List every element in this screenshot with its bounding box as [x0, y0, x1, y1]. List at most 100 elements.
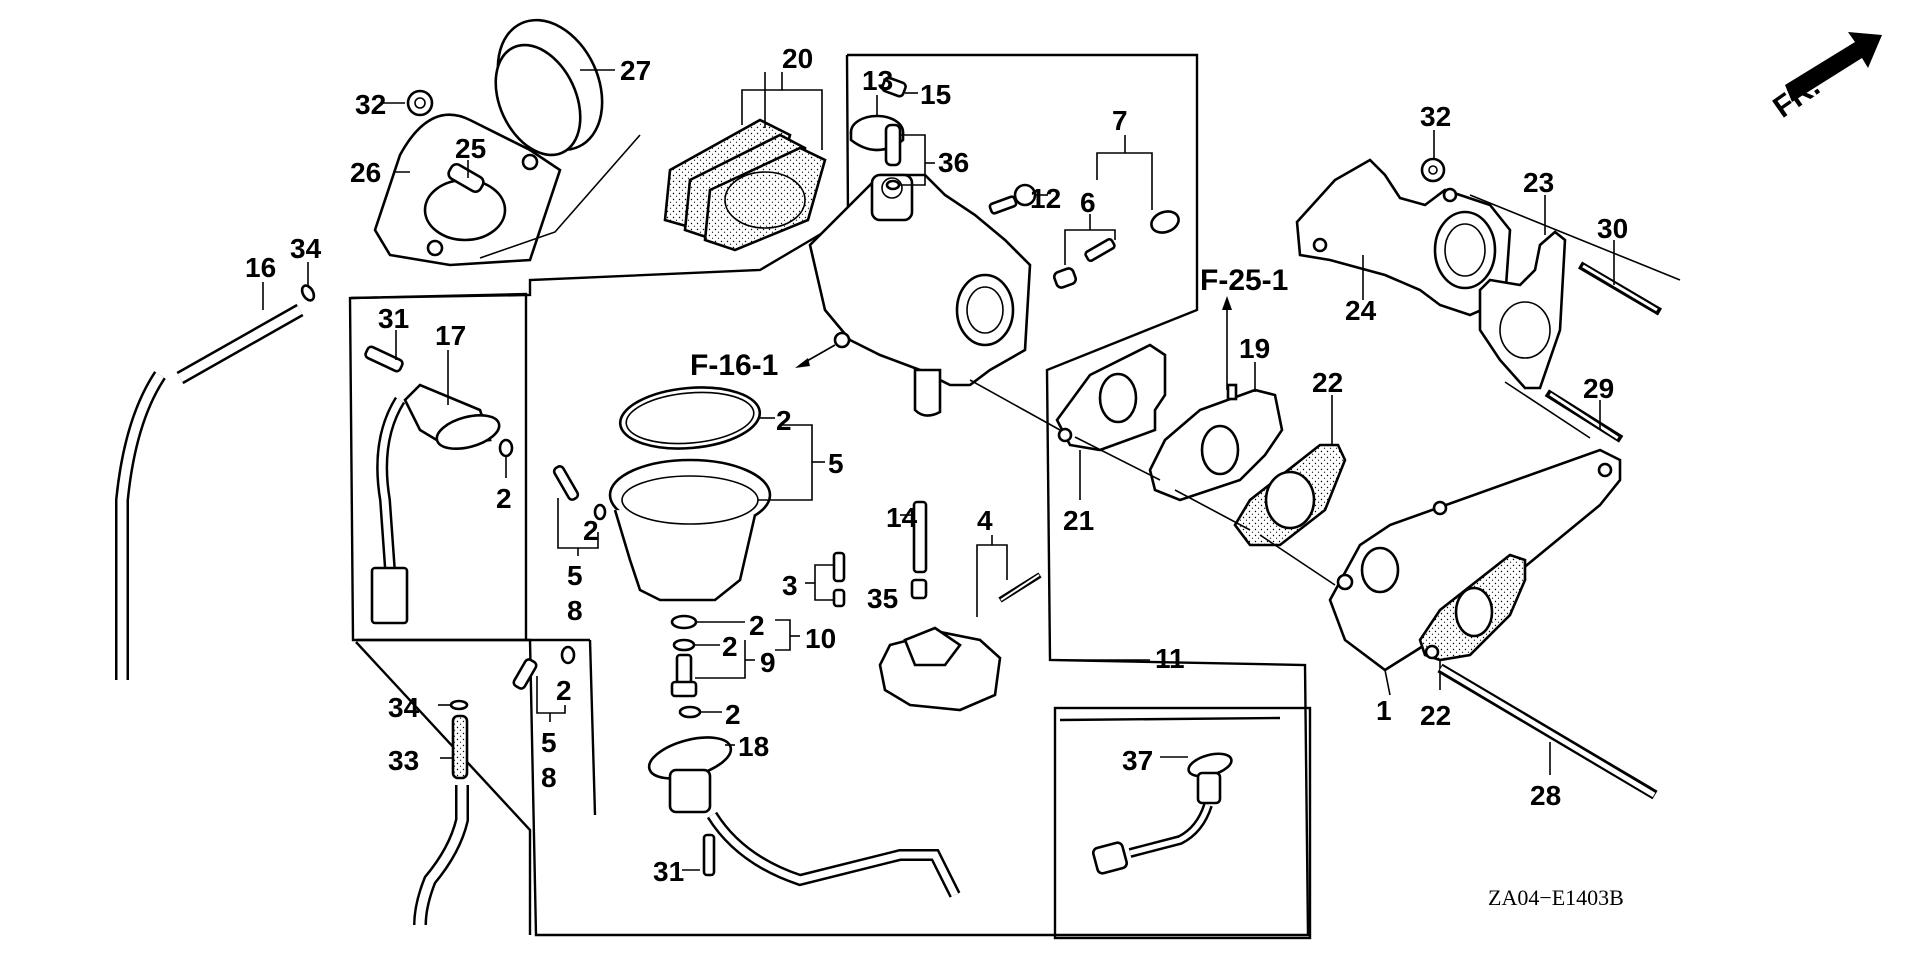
callout-31-lower: 31	[653, 856, 684, 887]
callout-22-upper: 22	[1312, 367, 1343, 398]
callout-34-upper: 34	[290, 233, 322, 264]
part-20-gasket-set	[663, 72, 827, 252]
part-17-fuel-cut-solenoid	[370, 350, 501, 625]
callout-4: 4	[977, 505, 993, 536]
callout-10: 10	[805, 623, 836, 654]
part-25-dowel	[447, 160, 485, 194]
callout-31-upper: 31	[378, 303, 409, 334]
callout-29: 29	[1583, 373, 1614, 404]
part-2-washer-18	[678, 705, 722, 719]
callout-17: 17	[435, 320, 466, 351]
part-24-intake-manifold	[1295, 158, 1512, 317]
callout-25: 25	[455, 133, 486, 164]
callout-30: 30	[1597, 213, 1628, 244]
callout-9: 9	[760, 647, 776, 678]
part-22-gasket-upper	[1174, 395, 1347, 547]
callout-labels: 27 32 26 25 20 13 15 36 7 12 6 F-25-1 F-…	[245, 43, 1628, 887]
part-5-float-bowl	[608, 424, 825, 602]
part-35-jet	[910, 578, 928, 600]
part-6-throttle-stop-screw	[1052, 214, 1116, 289]
assembly-outline-11	[348, 53, 1310, 937]
part-32-nut-right	[1420, 130, 1446, 183]
callout-11: 11	[1155, 643, 1185, 674]
part-31-bolt-lower	[682, 833, 716, 877]
part-22-gasket-lower	[1418, 553, 1527, 690]
part-2-bowl-gasket	[618, 386, 775, 450]
part-29-stud	[1504, 381, 1624, 443]
callout-7: 7	[1112, 105, 1128, 136]
crossref-f16-1: F-16-1	[690, 349, 778, 382]
callout-37: 37	[1122, 745, 1153, 776]
part-37-sensor	[1091, 752, 1233, 875]
part-34-clamp-upper	[300, 262, 316, 302]
crossref-f25-arrow	[1222, 296, 1232, 390]
part-2-washer-17	[498, 438, 514, 478]
part-31-bolt-upper	[364, 330, 404, 373]
callout-32-right: 32	[1420, 101, 1451, 132]
callout-35: 35	[867, 583, 898, 614]
callout-2-washer-10: 2	[749, 610, 765, 641]
callout-24: 24	[1345, 295, 1377, 326]
part-5-main-jet-set-lower	[512, 645, 576, 722]
part-30-stud	[1577, 240, 1663, 316]
callout-6: 6	[1080, 187, 1096, 218]
part-carburetor-body	[808, 173, 1032, 417]
callout-5-bowl: 5	[828, 448, 844, 479]
callout-20: 20	[782, 43, 813, 74]
crossref-f25-1: F-25-1	[1200, 264, 1288, 297]
part-16-fuel-tube	[115, 282, 304, 680]
callout-5-jet-upper: 5	[567, 560, 583, 591]
part-36-pilot-screw-set	[884, 123, 935, 191]
part-12-screw	[988, 183, 1048, 215]
callout-14: 14	[886, 502, 918, 533]
part-5-main-jet-set-upper	[552, 465, 607, 556]
callout-2-solenoid: 2	[496, 483, 512, 514]
callout-12: 12	[1030, 183, 1061, 214]
part-15-knob	[881, 76, 918, 98]
callout-33: 33	[388, 745, 419, 776]
part-3-float-valve-set	[805, 551, 846, 608]
part-2-washer-10	[670, 614, 745, 630]
callout-2-jet-lower: 2	[556, 675, 572, 706]
part-33-hose	[413, 714, 469, 926]
callout-2-washer-18: 2	[725, 699, 741, 730]
callout-15: 15	[920, 79, 951, 110]
part-1-plate	[1259, 448, 1622, 696]
callout-27: 27	[620, 55, 651, 86]
callout-3: 3	[782, 570, 798, 601]
callout-16: 16	[245, 252, 276, 283]
inner-box-17	[350, 292, 590, 642]
part-26-carb-insulator	[373, 113, 562, 267]
callout-34-lower: 34	[388, 692, 420, 723]
callout-21: 21	[1063, 505, 1094, 536]
callout-28: 28	[1530, 780, 1561, 811]
part-27-insulator-seal	[494, 18, 615, 157]
part-21-gasket	[969, 343, 1167, 500]
callout-5-jet-lower: 5	[541, 727, 557, 758]
part-23-gasket	[1469, 194, 1681, 390]
box-37	[1053, 706, 1312, 940]
leader-26-to-20	[479, 134, 641, 259]
part-32-nut-left	[382, 89, 434, 117]
callout-22-lower: 22	[1420, 700, 1451, 731]
part-18-fuel-cut-solenoid	[647, 736, 961, 898]
callout-2-jet-upper: 2	[583, 515, 599, 546]
callout-2-bowl-gasket: 2	[776, 405, 792, 436]
part-7-bracket-set	[1096, 135, 1180, 234]
callout-2-washer-9: 2	[722, 631, 738, 662]
front-direction-arrow-icon	[1785, 32, 1882, 102]
callout-1: 1	[1376, 695, 1392, 726]
callout-8-lower: 8	[541, 762, 557, 793]
callout-36: 36	[938, 147, 969, 178]
part-4-float-pin-set	[976, 535, 1042, 617]
part-float	[878, 626, 1002, 712]
callout-8-upper: 8	[567, 595, 583, 626]
callout-18: 18	[738, 731, 769, 762]
part-9-drain-bolt	[670, 619, 800, 698]
callout-23: 23	[1523, 167, 1554, 198]
part-2-washer-9	[672, 638, 720, 652]
callout-32-left: 32	[355, 89, 386, 120]
part-14-main-nozzle	[900, 500, 928, 574]
